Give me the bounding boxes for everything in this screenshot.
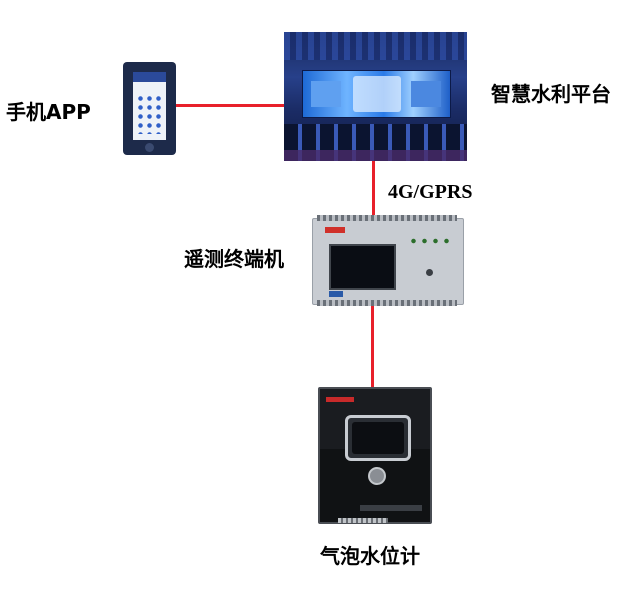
terminal-block-top [317, 215, 457, 221]
label-rtu: 遥测终端机 [184, 247, 284, 271]
status-leds [408, 237, 454, 245]
bubble-water-level-gauge-photo [318, 387, 432, 524]
gauge-display-frame [345, 415, 411, 461]
label-network: 4G/GPRS [388, 181, 473, 203]
gauge-model-tag [326, 397, 354, 402]
gauge-connector-strip [338, 518, 388, 523]
label-gauge: 气泡水位计 [320, 544, 420, 568]
brand-logo-icon [329, 291, 343, 297]
phone-screen [133, 72, 166, 140]
smartphone-icon [123, 62, 176, 155]
phone-app-header [133, 72, 166, 82]
terminal-display [329, 244, 396, 290]
link-platform-rtu [372, 161, 375, 218]
label-phone-app: 手机APP [6, 100, 91, 124]
power-switch-icon [426, 269, 433, 276]
phone-app-icon-grid [136, 94, 163, 134]
control-center-photo [284, 32, 467, 161]
label-platform: 智慧水利平台 [491, 82, 611, 106]
gauge-brand-logo-icon [360, 505, 422, 511]
video-wall-map [353, 76, 401, 112]
terminal-model-tag [325, 227, 345, 233]
floor [284, 150, 467, 161]
phone-home-button [145, 143, 154, 152]
ceiling-lights [284, 32, 467, 60]
gauge-button-icon [368, 467, 386, 485]
link-phone-platform [176, 104, 284, 107]
gauge-display [352, 422, 404, 454]
video-wall [302, 70, 451, 118]
link-rtu-gauge [371, 304, 374, 387]
video-wall-panel-right [411, 81, 441, 107]
terminal-block-bottom [317, 300, 457, 306]
telemetry-terminal-photo [312, 215, 464, 306]
video-wall-panel-left [311, 81, 341, 107]
